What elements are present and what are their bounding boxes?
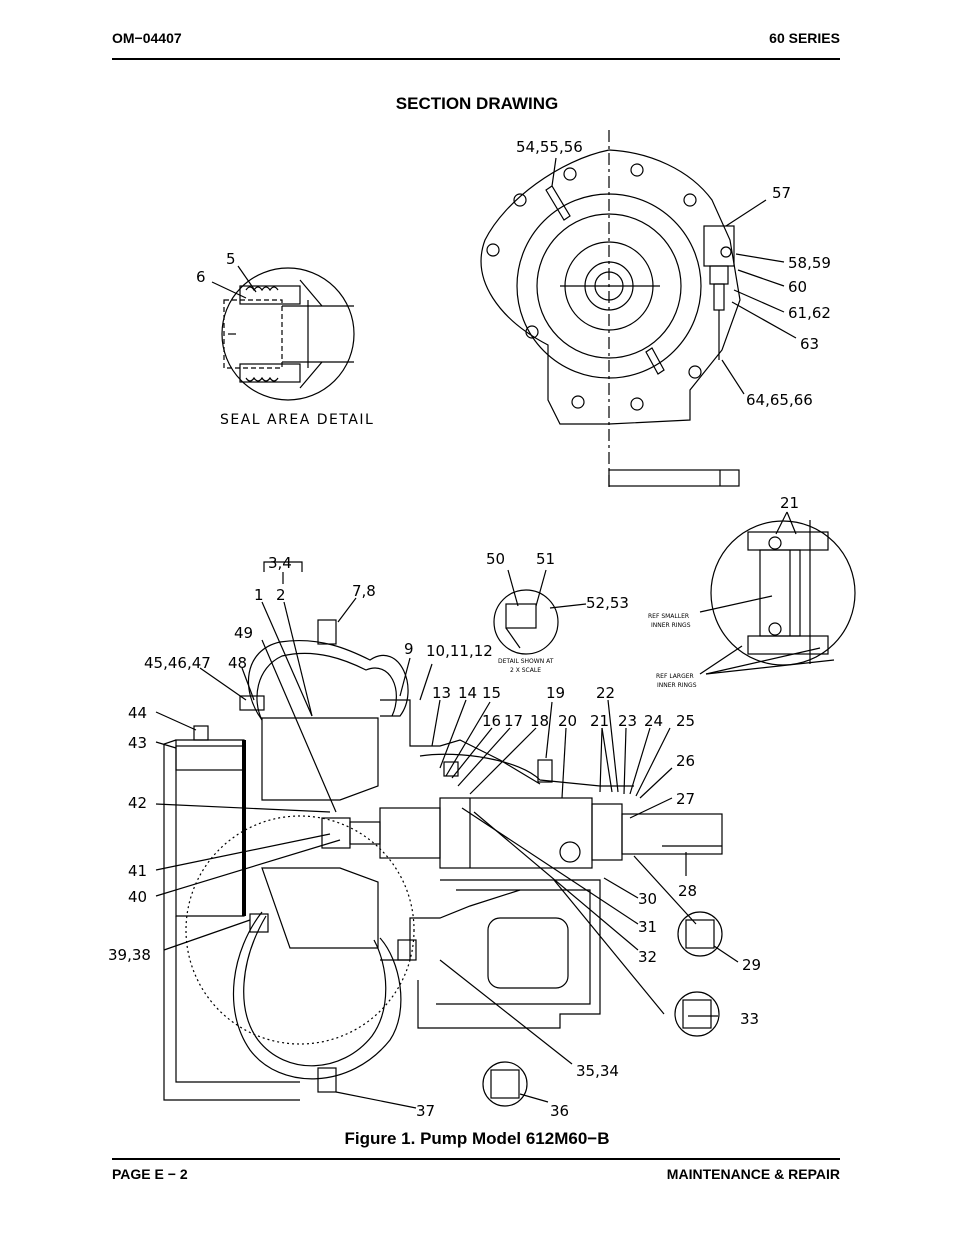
callout-61-62: 61,62 [788,304,831,322]
callout-26: 26 [676,752,695,770]
series-name: 60 SERIES [769,30,840,46]
callout-6: 6 [196,268,206,286]
callout-18: 18 [530,712,549,730]
callout-29: 29 [742,956,761,974]
callout-44: 44 [128,704,147,722]
callout-9: 9 [404,640,414,658]
callout-45-47: 45,46,47 [144,654,211,672]
section-name: MAINTENANCE & REPAIR [666,1166,840,1182]
callout-21-detail: 21 [780,494,799,512]
callout-35-34: 35,34 [576,1062,619,1080]
callout-30: 30 [638,890,657,908]
callout-28: 28 [678,882,697,900]
callout-17: 17 [504,712,523,730]
detail-33 [674,991,720,1037]
callout-33: 33 [740,1010,759,1028]
callout-41: 41 [128,862,147,880]
detail-29 [677,911,723,957]
ref-larger-line1: REF LARGER [656,673,694,680]
setscrew-detail [493,589,559,655]
callout-25: 25 [676,712,695,730]
detail-scale-line2: 2 X SCALE [510,667,541,674]
callout-20: 20 [558,712,577,730]
callout-60: 60 [788,278,807,296]
callout-36: 36 [550,1102,569,1120]
callout-42: 42 [128,794,147,812]
pump-main-section [163,619,723,1101]
callout-19: 19 [546,684,565,702]
document-number: OM−04407 [112,30,182,46]
callout-32: 32 [638,948,657,966]
detail-scale-line1: DETAIL SHOWN AT [498,658,554,665]
callout-23: 23 [618,712,637,730]
callout-37: 37 [416,1102,435,1120]
callout-58-59: 58,59 [788,254,831,272]
page-number: PAGE E − 2 [112,1166,188,1182]
callout-31: 31 [638,918,657,936]
callout-1: 1 [254,586,264,604]
callout-40: 40 [128,888,147,906]
callout-50: 50 [486,550,505,568]
callout-10-12: 10,11,12 [426,642,493,660]
callout-3-4: 3,4 [268,554,292,572]
bearing-detail [710,520,856,666]
callout-14: 14 [458,684,477,702]
seal-area-detail [221,267,355,401]
callout-52-53: 52,53 [586,594,629,612]
seal-area-detail-label: SEAL AREA DETAIL [220,412,374,428]
callout-57: 57 [772,184,791,202]
callout-49: 49 [234,624,253,642]
callout-5: 5 [226,250,236,268]
callout-63: 63 [800,335,819,353]
callout-2: 2 [276,586,286,604]
callout-21: 21 [590,712,609,730]
callout-7-8: 7,8 [352,582,376,600]
callout-51: 51 [536,550,555,568]
pump-end-view [480,130,741,490]
footer-rule [112,1158,840,1160]
callout-43: 43 [128,734,147,752]
header-rule [112,58,840,60]
detail-36 [482,1061,528,1107]
ref-smaller-line2: INNER RINGS [651,622,691,629]
callout-27: 27 [676,790,695,808]
callout-64-66: 64,65,66 [746,391,813,409]
callout-22: 22 [596,684,615,702]
section-title: SECTION DRAWING [395,94,559,113]
callout-24: 24 [644,712,663,730]
callout-39-38: 39,38 [108,946,151,964]
ref-smaller-line1: REF SMALLER [648,613,689,620]
callout-16: 16 [482,712,501,730]
callout-54-56: 54,55,56 [516,138,583,156]
callout-13: 13 [432,684,451,702]
figure-caption: Figure 1. Pump Model 612M60−B [344,1129,610,1148]
callout-48: 48 [228,654,247,672]
ref-larger-line2: INNER RINGS [657,682,697,689]
callout-15: 15 [482,684,501,702]
